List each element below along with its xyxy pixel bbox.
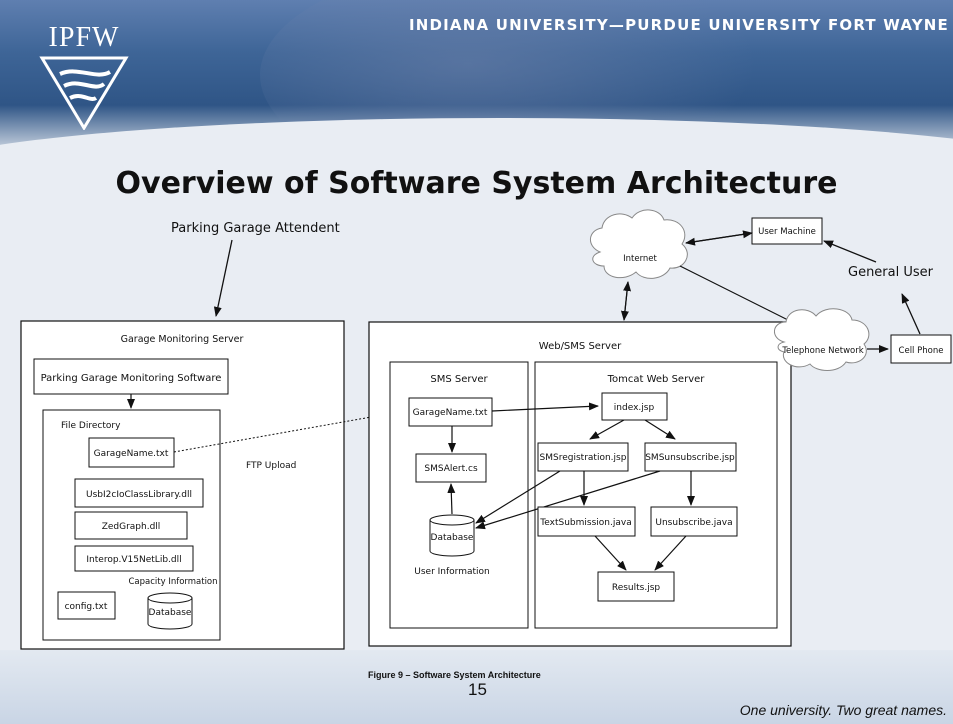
capacity-info-label: Capacity Information [128,577,217,587]
university-name: INDIANA UNIVERSITY—PURDUE UNIVERSITY FOR… [408,16,949,34]
ftp-upload-arrow [173,408,406,453]
interop-dll-box [74,545,194,572]
logo-text: IPFW [48,22,120,53]
user-information-label: User Information [414,567,489,577]
internet-cloud-icon [590,209,688,279]
usb-dll-box [74,478,204,508]
capacity-database-icon [147,592,193,630]
index-jsp-box [601,392,668,421]
garage-server-label: Garage Monitoring Server [121,334,244,345]
user-machine-box [751,217,823,245]
footer-tagline: One university. Two great names. [739,702,947,718]
sms-alert-box [415,453,487,483]
user-database-label: Database [431,533,474,543]
unsubscribe-java-label: Unsubscribe.java [655,518,732,528]
text-submission-java-box [537,506,636,537]
telephone-network-label: Telephone Network [781,346,863,356]
cell-phone-label: Cell Phone [899,346,944,356]
tomcat-server-label: Tomcat Web Server [607,374,706,385]
monitoring-software-label: Parking Garage Monitoring Software [41,373,222,384]
ftp-upload-label: FTP Upload [246,461,296,471]
unsubscribe-java-box [650,506,738,537]
ipfw-logo: IPFW [38,22,130,130]
config-file-box [57,591,116,620]
user-database-icon [429,514,475,557]
footer-bar [0,650,953,724]
results-jsp-label: Results.jsp [612,583,661,593]
interop-dll-label: Interop.V15NetLib.dll [86,555,181,565]
text-submission-java-label: TextSubmission.java [539,518,631,528]
config-file-label: config.txt [65,602,108,612]
monitoring-software-box [33,358,229,395]
internet-label: Internet [623,254,657,264]
parking-attendant-label: Parking Garage Attendent [171,221,340,236]
sms-unsubscribe-jsp-label: SMSunsubscribe.jsp [645,453,735,463]
capacity-database-label: Database [149,608,192,618]
garage-file-label: GarageName.txt [94,449,169,459]
page-number: 15 [468,680,487,699]
sms-registration-jsp-box [537,442,629,472]
general-user-label: General User [848,265,934,280]
zedgraph-dll-label: ZedGraph.dll [102,522,161,532]
usb-dll-label: UsbI2cIoClassLibrary.dll [86,490,192,500]
index-jsp-label: index.jsp [614,403,655,413]
web-sms-server-label: Web/SMS Server [539,341,622,352]
file-directory-label: File Directory [61,421,121,431]
cell-phone-box [890,334,952,364]
header-banner [0,0,953,150]
sms-unsubscribe-jsp-box [644,442,737,472]
sms-garage-file-box [408,397,493,427]
garage-file-box [88,437,175,468]
slide-title: Overview of Software System Architecture [115,166,838,201]
telephone-network-cloud-icon [774,308,870,371]
user-machine-label: User Machine [758,227,816,237]
zedgraph-dll-box [74,511,188,540]
sms-alert-label: SMSAlert.cs [424,464,478,474]
sms-server-label: SMS Server [430,374,488,385]
figure-caption: Figure 9 – Software System Architecture [368,670,541,680]
results-jsp-box [597,571,675,602]
sms-registration-jsp-label: SMSregistration.jsp [540,453,627,463]
sms-garage-file-label: GarageName.txt [413,408,488,418]
logo-emblem-icon [39,56,129,130]
